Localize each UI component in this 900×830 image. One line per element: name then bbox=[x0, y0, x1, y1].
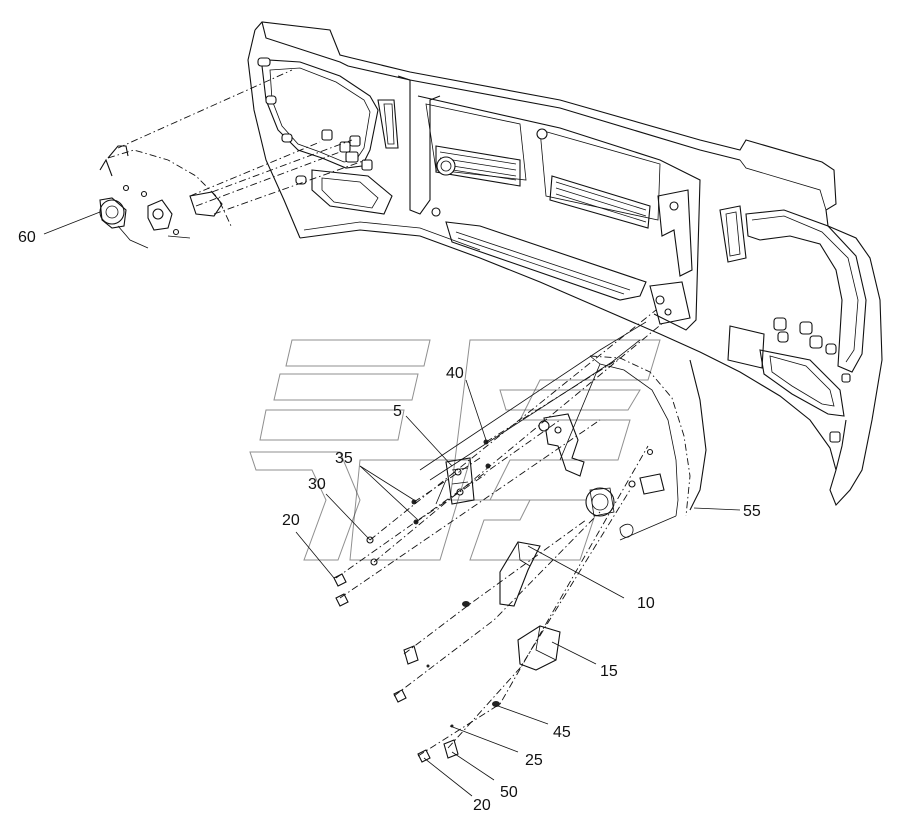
exploded-centerlines bbox=[117, 69, 665, 757]
end-cap bbox=[538, 355, 691, 541]
callout-50: 50 bbox=[500, 784, 518, 801]
reinforcement-plate-5 bbox=[445, 457, 475, 505]
callout-40: 40 bbox=[446, 365, 464, 382]
callout-60: 60 bbox=[18, 229, 36, 246]
callout-25: 25 bbox=[525, 752, 543, 769]
callout-20-upper: 20 bbox=[282, 512, 300, 529]
bumper-body bbox=[247, 21, 883, 511]
callout-35: 35 bbox=[335, 450, 353, 467]
leader-lines bbox=[43, 211, 741, 797]
watermark-logo bbox=[249, 339, 661, 561]
callout-30: 30 bbox=[308, 476, 326, 493]
side-mounting-plate bbox=[99, 145, 233, 249]
callout-10: 10 bbox=[637, 595, 655, 612]
callout-45: 45 bbox=[553, 724, 571, 741]
callout-5: 5 bbox=[393, 403, 402, 420]
callout-20-lower: 20 bbox=[473, 797, 491, 814]
callout-labels: 60 40 5 35 30 20 55 10 15 45 25 50 20 bbox=[18, 229, 761, 814]
callout-15: 15 bbox=[600, 663, 618, 680]
bracket-15 bbox=[517, 625, 561, 671]
bracket-10 bbox=[499, 541, 541, 607]
callout-55: 55 bbox=[743, 503, 761, 520]
